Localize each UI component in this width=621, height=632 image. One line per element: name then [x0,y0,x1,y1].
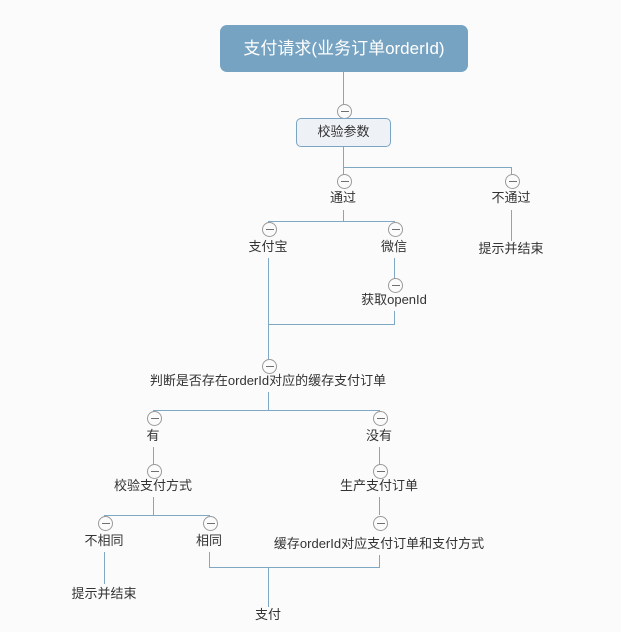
node-same[interactable]: 相同 [195,533,223,548]
connector-to-pass [343,167,344,175]
connector-check-down [268,392,269,410]
connector-merge-payment-channels [268,324,395,325]
collapse-minus-icon-pass[interactable] [337,174,352,189]
connector-validate-split [343,167,511,168]
collapse-minus-icon-wechat[interactable] [388,222,403,237]
node-cache-order-and-method[interactable]: 缓存orderId对应支付订单和支付方式 [273,536,485,551]
node-wechat[interactable]: 微信 [380,239,408,254]
connector-verify-split [104,515,209,516]
collapse-minus-icon-has-not[interactable] [373,411,388,426]
collapse-minus-icon-check-cached-order[interactable] [262,359,277,374]
node-has-not[interactable]: 没有 [365,428,393,443]
node-fail[interactable]: 不通过 [491,190,531,205]
collapse-minus-icon-same[interactable] [203,516,218,531]
node-not-same-prompt-end[interactable]: 提示并结束 [71,586,137,601]
connector-pass-down [343,210,344,221]
connector-same-down [209,552,210,567]
connector-cache-down [379,555,380,567]
node-not-same[interactable]: 不相同 [84,533,124,548]
collapse-minus-icon-generate-pay-order[interactable] [373,464,388,479]
collapse-minus-icon-validate[interactable] [337,104,352,119]
node-generate-pay-order[interactable]: 生产支付订单 [339,478,419,493]
connector-notsame-to-prompt [104,552,105,584]
node-alipay[interactable]: 支付宝 [248,239,288,254]
collapse-minus-icon-openid[interactable] [388,278,403,293]
node-has[interactable]: 有 [146,428,160,443]
connector-merge-to-pay [209,567,380,568]
connector-hasnot-to-generate [379,447,380,465]
collapse-minus-icon-not-same[interactable] [98,516,113,531]
connector-pay-down [268,567,269,607]
collapse-minus-icon-fail[interactable] [505,174,520,189]
collapse-minus-icon-has[interactable] [147,411,162,426]
connector-to-fail [511,167,512,175]
node-pass[interactable]: 通过 [329,190,357,205]
connector-merge-down [268,324,269,360]
connector-has-to-verify [153,447,154,465]
node-validate-params[interactable]: 校验参数 [296,118,391,147]
node-verify-pay-method[interactable]: 校验支付方式 [113,478,193,493]
connector-root-to-validate [343,72,344,105]
collapse-minus-icon-cache-order[interactable] [373,516,388,531]
connector-fail-to-prompt [511,210,512,241]
connector-openid-down [394,311,395,324]
connector-validate-down [343,147,344,167]
connector-alipay-down [268,258,269,324]
connector-generate-to-cache [379,497,380,515]
collapse-minus-icon-alipay[interactable] [262,222,277,237]
node-check-cached-order[interactable]: 判断是否存在orderId对应的缓存支付订单 [149,373,387,388]
connector-wechat-to-openid [394,258,395,279]
node-get-openid[interactable]: 获取openId [361,292,427,307]
connector-check-split [153,410,379,411]
node-payment-request[interactable]: 支付请求(业务订单orderId) [220,25,468,72]
connector-pass-split [268,221,394,222]
node-fail-prompt-end[interactable]: 提示并结束 [478,241,544,256]
collapse-minus-icon-verify-pay-method[interactable] [147,464,162,479]
connector-verify-down [153,497,154,515]
node-pay[interactable]: 支付 [254,607,282,622]
